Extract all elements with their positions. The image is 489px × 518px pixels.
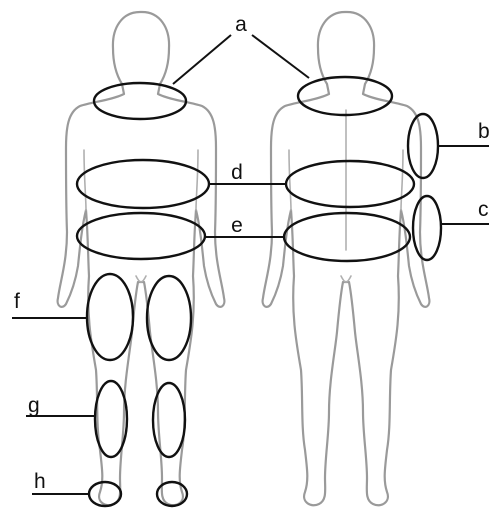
back-figure [263, 12, 430, 505]
back-arm-line-right [401, 150, 403, 210]
label-f: f [14, 290, 20, 313]
front-thigh-left-ellipse [87, 274, 133, 360]
label-c: c [478, 198, 489, 221]
front-abdomen-ellipse [77, 213, 205, 259]
leader-a-left [173, 35, 231, 84]
leader-a-right [252, 35, 309, 78]
label-g: g [28, 394, 40, 417]
back-shoulder-ellipse [298, 77, 392, 115]
back-upper-arm-ellipse [408, 114, 438, 178]
front-foot-left-ellipse [89, 482, 121, 506]
front-thigh-right-ellipse [147, 276, 191, 360]
front-arm-line-right [196, 150, 198, 210]
label-h: h [34, 470, 46, 493]
label-d: d [231, 161, 243, 184]
front-shoulder-ellipse [94, 83, 186, 119]
back-forearm-ellipse [413, 196, 441, 260]
front-shin-left-ellipse [95, 381, 127, 457]
label-e: e [231, 214, 243, 237]
back-abdomen-ellipse [284, 213, 410, 261]
label-a: a [235, 13, 247, 36]
front-arm-line-left [84, 150, 86, 210]
back-body-outline [263, 12, 430, 505]
region-ellipses [77, 77, 441, 506]
back-arm-line-left [289, 150, 291, 210]
label-b: b [478, 120, 489, 143]
front-chest-ellipse [77, 160, 209, 208]
back-chest-ellipse [286, 161, 414, 207]
